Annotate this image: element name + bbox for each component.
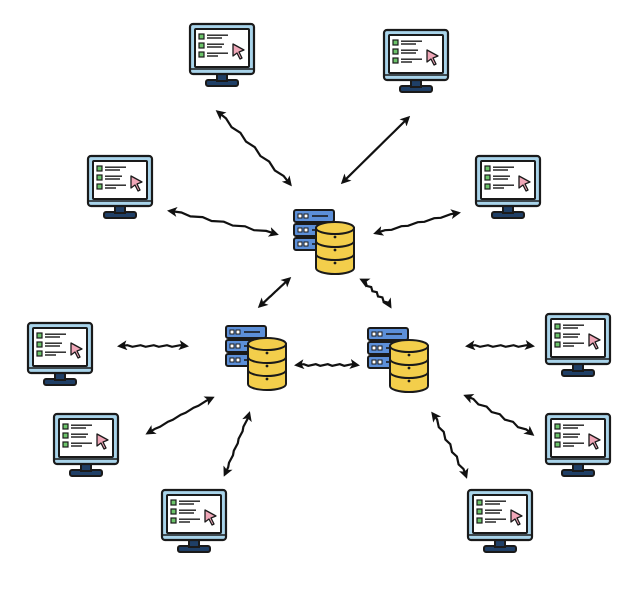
connection-arrow-server-top-server-left	[257, 276, 292, 309]
server-database-icon	[225, 325, 287, 391]
monitor-icon	[382, 28, 450, 93]
monitor-icon	[160, 488, 228, 553]
connections	[117, 110, 535, 479]
server-database-icon	[367, 327, 429, 393]
monitor-icon	[188, 22, 256, 87]
connection-arrow-pc-right-lower-server-right	[463, 393, 535, 436]
server-database-icon	[293, 209, 355, 275]
connection-arrow-pc-mid-left-server-top	[167, 206, 279, 237]
connection-arrow-pc-left-lower-server-left	[145, 396, 215, 435]
nodes	[26, 22, 612, 553]
monitor-icon	[544, 312, 612, 377]
connection-arrow-pc-mid-right-server-top	[373, 209, 461, 236]
monitor-icon	[52, 412, 120, 477]
monitor-icon	[26, 321, 94, 386]
monitor-icon	[544, 412, 612, 477]
monitor-icon	[86, 154, 154, 219]
connection-arrow-pc-top-right-server-top	[340, 115, 411, 185]
connection-arrow-pc-right-upper-server-right	[465, 340, 535, 351]
connection-arrow-pc-bottom-right-server-right	[431, 411, 469, 479]
monitor-icon	[474, 154, 542, 219]
connection-arrow-server-left-server-right	[294, 358, 360, 370]
connection-arrow-pc-top-left-server-top	[215, 110, 292, 187]
connection-arrow-pc-bottom-left-server-left	[223, 411, 252, 477]
monitor-icon	[466, 488, 534, 553]
connection-arrow-server-top-server-right	[359, 278, 392, 309]
connection-arrow-pc-left-upper-server-left	[117, 340, 189, 351]
